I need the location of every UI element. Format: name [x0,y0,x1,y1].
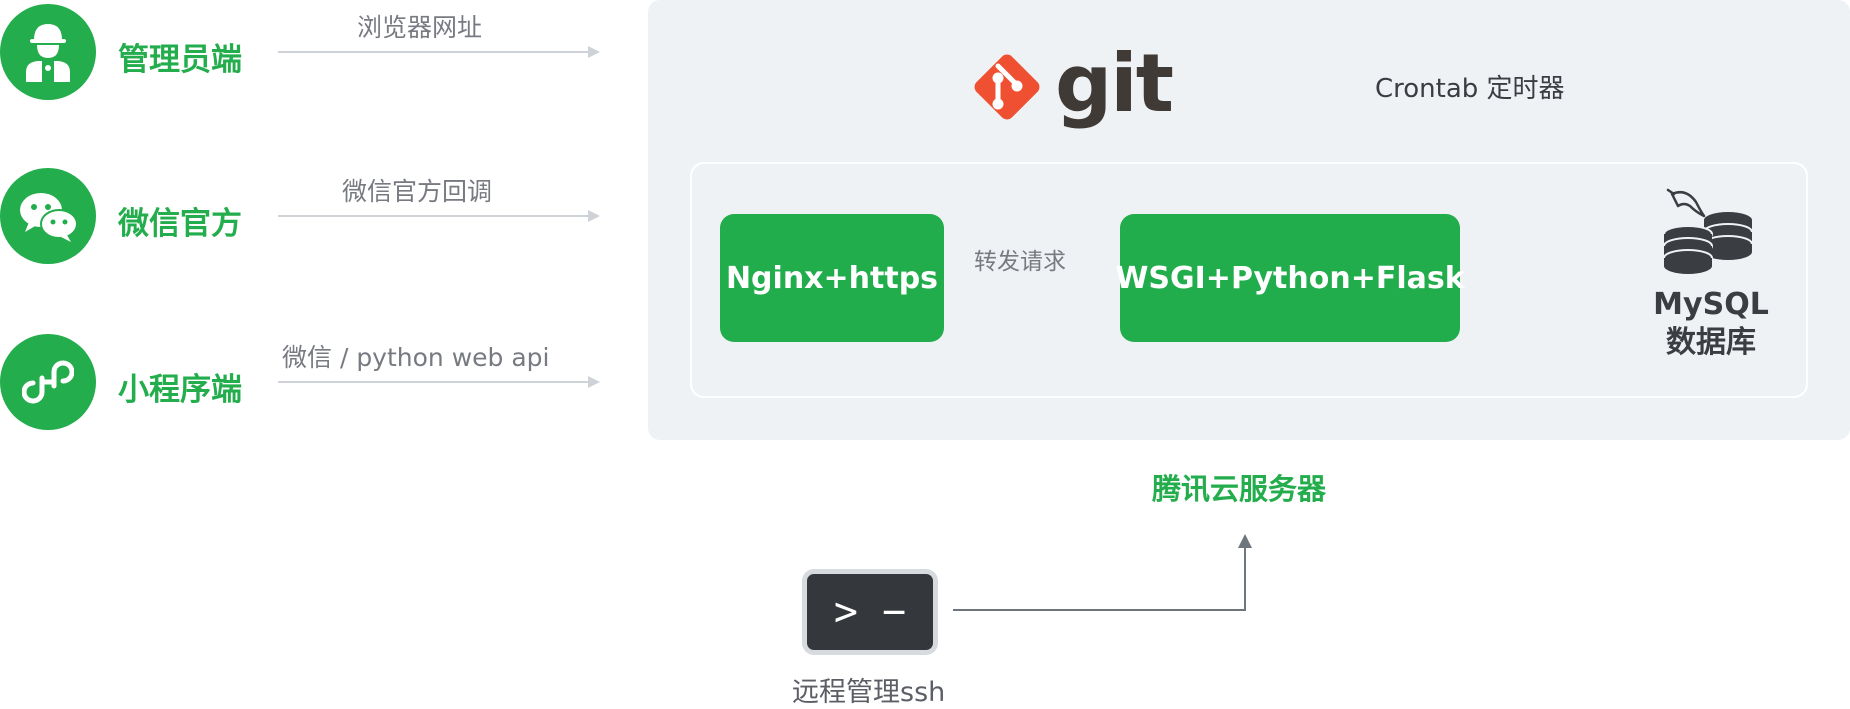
flow-label-mini-program: 微信 / python web api [282,343,550,372]
client-label-admin: 管理员端 [118,42,242,78]
mysql-database-icon [1663,188,1753,274]
client-label-mini-program: 小程序端 [118,372,242,408]
git-logo-icon [974,54,1040,120]
flow-label-admin: 浏览器网址 [357,13,483,42]
client-label-wechat: 微信官方 [118,206,242,242]
mini-program-icon [0,334,96,430]
mysql-label-line2: 数据库 [1666,324,1756,360]
nginx-box: Nginx+https [720,214,944,342]
arrow-ssh-to-server [953,534,1252,611]
wsgi-flask-label: WSGI+Python+Flask [1115,260,1465,296]
admin-user-icon [0,4,96,100]
ssh-label: 远程管理ssh [792,677,946,708]
flow-label-wechat: 微信官方回调 [342,177,493,206]
mysql-label-line1: MySQL [1653,287,1769,322]
terminal-prompt: > − [833,589,907,635]
nginx-label: Nginx+https [725,260,939,296]
wechat-icon [0,168,96,264]
terminal-icon: > − [802,569,938,655]
forward-request-label: 转发请求 [974,249,1066,275]
wsgi-flask-box: WSGI+Python+Flask [1115,214,1465,342]
git-wordmark: git [1055,37,1174,130]
crontab-label: Crontab 定时器 [1375,74,1565,104]
cloud-server-label: 腾讯云服务器 [1152,472,1327,506]
mysql-label: MySQL 数据库 [1646,286,1776,361]
